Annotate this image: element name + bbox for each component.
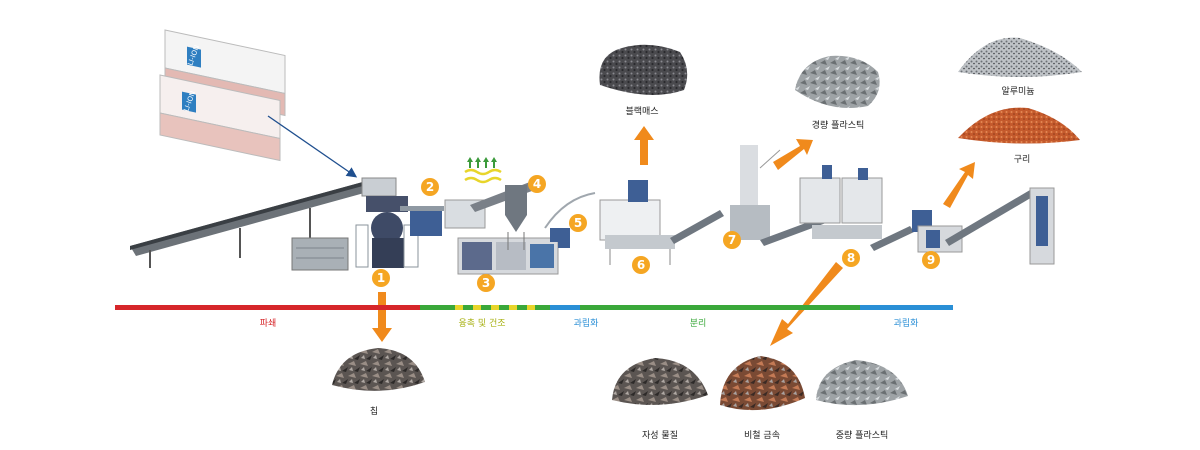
stage-granulation-2: 과립화 xyxy=(893,319,919,329)
label-aluminum: 알루미늄 xyxy=(1001,87,1035,97)
feed-arrow xyxy=(267,115,358,178)
stage-granulation-1: 과립화 xyxy=(573,319,599,329)
stage-separation: 분리 xyxy=(689,319,707,329)
step-number: 7 xyxy=(728,233,736,247)
step-badge-8: 8 xyxy=(842,249,860,267)
step-number: 5 xyxy=(574,216,582,230)
label-magnetic: 자성 물질 xyxy=(642,431,678,441)
pile-heavy-plastic xyxy=(816,360,908,406)
step-badge-5: 5 xyxy=(569,214,587,232)
step-number: 8 xyxy=(847,251,855,265)
step-badge-9: 9 xyxy=(922,251,940,269)
step-badge-1: 1 xyxy=(372,269,390,287)
pile-light-plastic xyxy=(795,55,880,108)
step-number: 9 xyxy=(927,253,935,267)
label-chips: 칩 xyxy=(369,407,379,417)
label-heavy-plastic: 중량 플라스틱 xyxy=(835,431,889,441)
step-number: 2 xyxy=(426,180,434,194)
pile-nonferrous xyxy=(720,356,805,411)
step-badges: 1 2 3 4 5 6 7 8 9 xyxy=(372,175,940,292)
step-badge-7: 7 xyxy=(723,231,741,249)
stage-shredding: 파쇄 xyxy=(259,319,277,329)
granulator-9 xyxy=(912,187,1055,265)
cyclone-4 xyxy=(505,185,527,250)
step-number: 1 xyxy=(377,271,385,285)
step-number: 4 xyxy=(533,177,541,191)
separator-8 xyxy=(799,165,914,251)
battery-pack-illustration: LI-ION LI-ION xyxy=(159,29,286,162)
pile-copper xyxy=(958,107,1080,144)
stage-drying: 융촉 및 건조 xyxy=(458,319,506,329)
step-number: 6 xyxy=(637,258,645,272)
step-badge-2: 2 xyxy=(421,178,439,196)
pile-magnetic xyxy=(612,358,708,405)
pile-aluminum xyxy=(958,37,1082,77)
output-arrows xyxy=(372,126,975,346)
stage-bar xyxy=(115,305,953,310)
pile-black-mass xyxy=(599,44,688,95)
label-nonferrous: 비철 금속 xyxy=(744,431,780,441)
step-badge-4: 4 xyxy=(528,175,546,193)
shredder-machine xyxy=(355,177,444,268)
step-badge-3: 3 xyxy=(477,274,495,292)
pile-chips xyxy=(332,348,425,391)
label-black-mass: 블랙매스 xyxy=(625,107,659,117)
infeed-conveyor xyxy=(130,180,375,271)
granulator-separator xyxy=(544,180,675,265)
label-copper: 구리 xyxy=(1013,155,1031,165)
step-badge-6: 6 xyxy=(632,256,650,274)
step-number: 3 xyxy=(482,276,490,290)
label-light-plastic: 경량 플라스틱 xyxy=(811,121,865,131)
